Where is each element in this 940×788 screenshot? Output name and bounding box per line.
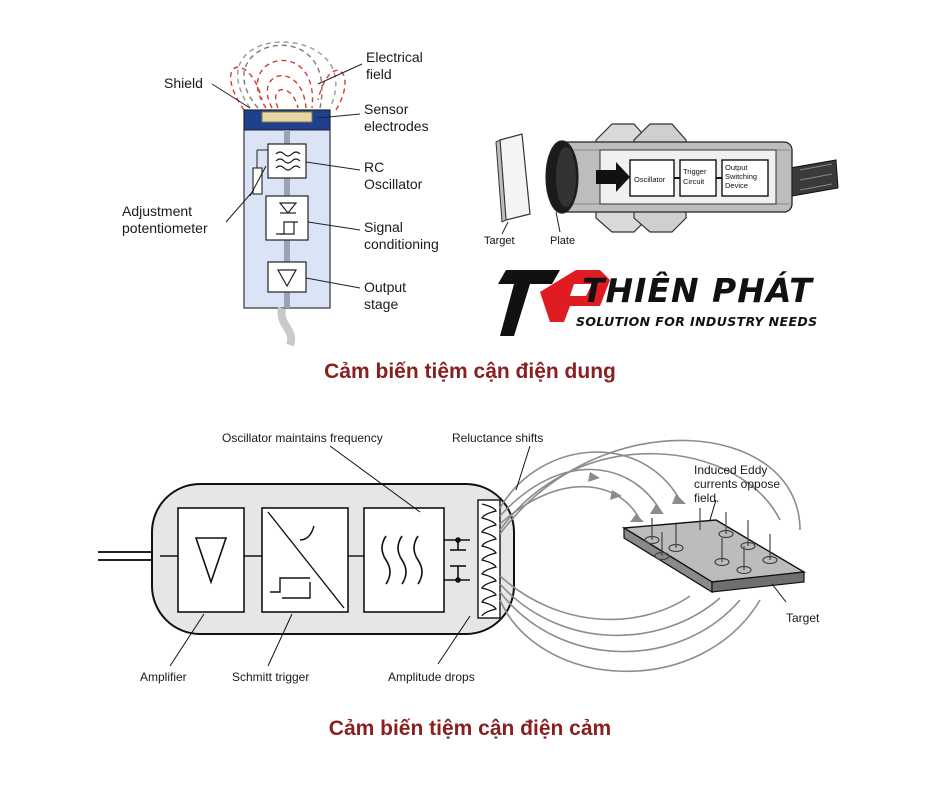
label-shield: Shield [164,75,203,91]
magnetic-field-lines [499,439,801,673]
rc-oscillator-block [267,143,307,179]
oscillator-block [629,159,675,197]
label-output-switching-1: Output [725,163,748,172]
label-signal-conditioning-2: conditioning [364,236,439,252]
label-rc-oscillator-2: Oscillator [364,176,423,192]
label-rc-oscillator-1: RC [364,159,384,175]
target-plate [621,519,807,594]
label-trigger-2: Circuit [683,177,705,186]
trigger-circuit-block [679,159,717,197]
label-adjustment-potentiometer-2: potentiometer [122,220,208,236]
caption-inductive: Cảm biến tiệm cận điện cảm [329,717,611,740]
eddy-current-arrows [644,508,778,575]
thien-phat-logo: THIÊN PHÁT SOLUTION FOR INDUSTRY NEEDS [498,270,818,336]
sensing-coil [477,499,501,619]
oscillator-block-inductive [363,507,445,613]
label-sensor-electrodes-1: Sensor [364,101,409,117]
label-target-top: Target [484,235,515,247]
logo-tagline: SOLUTION FOR INDUSTRY NEEDS [576,314,818,329]
capacitive-sensor-diagram: Electrical field Shield Sensor electrode… [122,41,439,347]
label-induced-eddy-2: currents oppose [694,477,780,491]
label-sensor-electrodes-2: electrodes [364,118,429,134]
label-output-stage-1: Output [364,279,406,295]
label-oscillator-maintains: Oscillator maintains frequency [222,431,383,445]
label-induced-eddy-1: Induced Eddy [694,463,767,477]
label-target-bottom: Target [786,611,820,625]
output-stage-block [267,261,307,293]
label-output-switching-2: Switching [725,172,757,181]
amplifier-block [177,507,245,613]
label-plate: Plate [550,235,575,247]
label-electrical-field-1: Electrical [366,49,423,65]
label-output-switching-3: Device [725,181,748,190]
label-induced-eddy-3: field. [694,491,719,505]
label-adjustment-potentiometer-1: Adjustment [122,203,192,219]
cylindrical-sensor-illustration: Oscillator Trigger Circuit Output Switch… [484,123,839,247]
label-amplifier: Amplifier [140,670,187,684]
electrical-field-lines [229,41,346,111]
label-amplitude-drops: Amplitude drops [388,670,475,684]
logo-brand-name: THIÊN PHÁT [582,270,814,310]
label-reluctance-shifts: Reluctance shifts [452,431,543,445]
sensor-electrode-plate [261,111,313,123]
capacitive-cable [277,307,296,347]
capacitor-symbol [444,537,470,583]
label-output-stage-2: stage [364,296,398,312]
signal-conditioning-block [265,195,309,241]
inductive-sensor-diagram: Oscillator maintains frequency Reluctanc… [98,426,830,694]
schmitt-trigger-block [261,507,349,613]
target-block [495,133,531,223]
tp-logo-mark [498,270,610,336]
label-signal-conditioning-1: Signal [364,219,403,235]
caption-capacitive: Cảm biến tiệm cận điện dung [324,360,616,383]
label-trigger-1: Trigger [683,167,707,176]
label-electrical-field-2: field [366,66,392,82]
field-arrowheads [588,472,686,522]
label-schmitt-trigger: Schmitt trigger [232,670,309,684]
label-oscillator: Oscillator [634,175,666,184]
